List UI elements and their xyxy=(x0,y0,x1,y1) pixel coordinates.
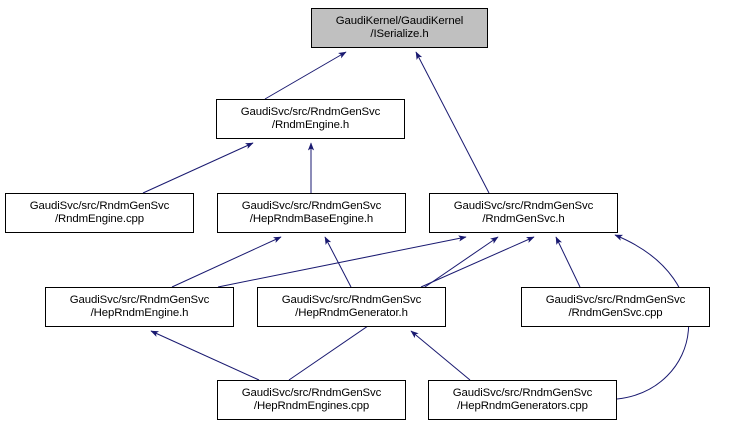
edge-rndmgensvc_h-to-iserialize xyxy=(415,51,490,194)
graph-node-heprndmengine_h[interactable]: GaudiSvc/src/RndmGenSvc /HepRndmEngine.h xyxy=(45,287,234,327)
edge-rndmgensvc_cpp-to-rndmgensvc_h xyxy=(555,236,581,288)
edge-heprndmgenerator_h-to-rndmgensvc_h xyxy=(420,236,535,288)
graph-node-heprndmgenerator_h[interactable]: GaudiSvc/src/RndmGenSvc /HepRndmGenerato… xyxy=(257,287,446,327)
graph-node-heprndmgenerators_cpp[interactable]: GaudiSvc/src/RndmGenSvc /HepRndmGenerato… xyxy=(428,380,617,420)
edge-rndmengine_h-to-iserialize xyxy=(264,51,347,100)
edge-heprndmgenerators_cpp-to-heprndmgenerator_h xyxy=(410,330,471,381)
graph-node-rndmengine_h[interactable]: GaudiSvc/src/RndmGenSvc /RndmEngine.h xyxy=(216,99,405,139)
edge-heprndmengine_h-to-heprndmbaseengine_h xyxy=(171,236,282,288)
graph-node-rndmgensvc_h[interactable]: GaudiSvc/src/RndmGenSvc /RndmGenSvc.h xyxy=(429,193,618,233)
edge-heprndmgenerator_h-to-heprndmbaseengine_h xyxy=(324,236,352,288)
graph-node-iserialize[interactable]: GaudiKernel/GaudiKernel /ISerialize.h xyxy=(311,8,488,48)
graph-node-heprndmbaseengine_h[interactable]: GaudiSvc/src/RndmGenSvc /HepRndmBaseEngi… xyxy=(217,193,406,233)
edge-rndmengine_cpp-to-rndmengine_h xyxy=(142,142,254,194)
graph-node-rndmengine_cpp[interactable]: GaudiSvc/src/RndmGenSvc /RndmEngine.cpp xyxy=(5,193,194,233)
edge-heprndmengine_h-to-rndmgensvc_h xyxy=(217,235,467,288)
graph-node-rndmgensvc_cpp[interactable]: GaudiSvc/src/RndmGenSvc /RndmGenSvc.cpp xyxy=(521,287,710,327)
edge-heprndmengines_cpp-to-heprndmengine_h xyxy=(150,330,260,381)
graph-node-heprndmengines_cpp[interactable]: GaudiSvc/src/RndmGenSvc /HepRndmEngines.… xyxy=(217,380,406,420)
